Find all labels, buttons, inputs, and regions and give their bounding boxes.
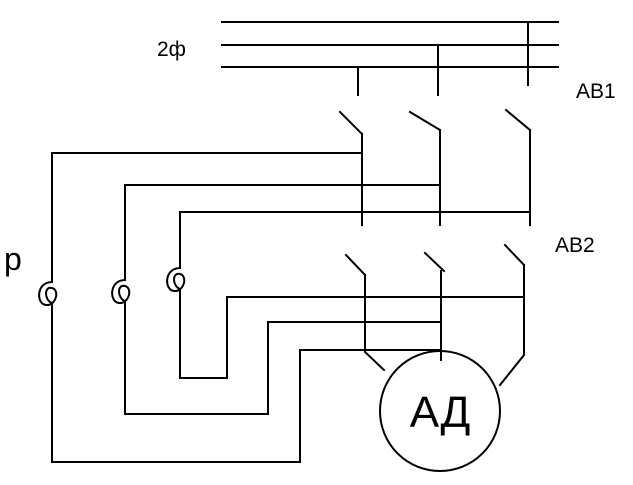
ab2-contact-2 bbox=[423, 251, 446, 273]
coil-1 bbox=[38, 280, 58, 313]
coil-feeds bbox=[51, 152, 531, 283]
ab2-outputs bbox=[364, 264, 525, 387]
ab1-contact-2 bbox=[408, 110, 442, 132]
ab1-contact-3 bbox=[504, 108, 532, 132]
breaker-ab1-contacts bbox=[338, 108, 532, 136]
return-coil-3 bbox=[179, 296, 524, 379]
motor-circle bbox=[379, 350, 501, 472]
ab2-out-3 bbox=[498, 264, 525, 387]
coil-returns bbox=[51, 296, 524, 463]
ab1-outputs bbox=[361, 129, 531, 226]
coil-3 bbox=[166, 266, 186, 299]
breaker-ab2-contacts bbox=[344, 243, 526, 277]
ab2-contact-1 bbox=[344, 253, 367, 277]
return-coil-1 bbox=[51, 311, 442, 463]
supply-bus bbox=[221, 21, 559, 68]
feed-coil-1 bbox=[51, 152, 363, 283]
bus-taps bbox=[357, 21, 529, 96]
relay-coils bbox=[38, 266, 186, 313]
feed-coil-2 bbox=[124, 184, 441, 281]
return-coil-2 bbox=[124, 309, 442, 415]
ab2-out-1 bbox=[364, 274, 386, 372]
coil-2 bbox=[111, 278, 131, 311]
breaker-ab2-label: АВ2 bbox=[555, 234, 595, 257]
motor-label: АД bbox=[410, 388, 471, 437]
feed-coil-3 bbox=[179, 211, 531, 269]
coil-label: р bbox=[4, 241, 22, 277]
breaker-ab1-label: АВ1 bbox=[576, 80, 616, 103]
ab2-contact-3 bbox=[503, 243, 526, 267]
supply-label: 2ф bbox=[157, 38, 186, 61]
ab1-contact-1 bbox=[338, 110, 364, 136]
